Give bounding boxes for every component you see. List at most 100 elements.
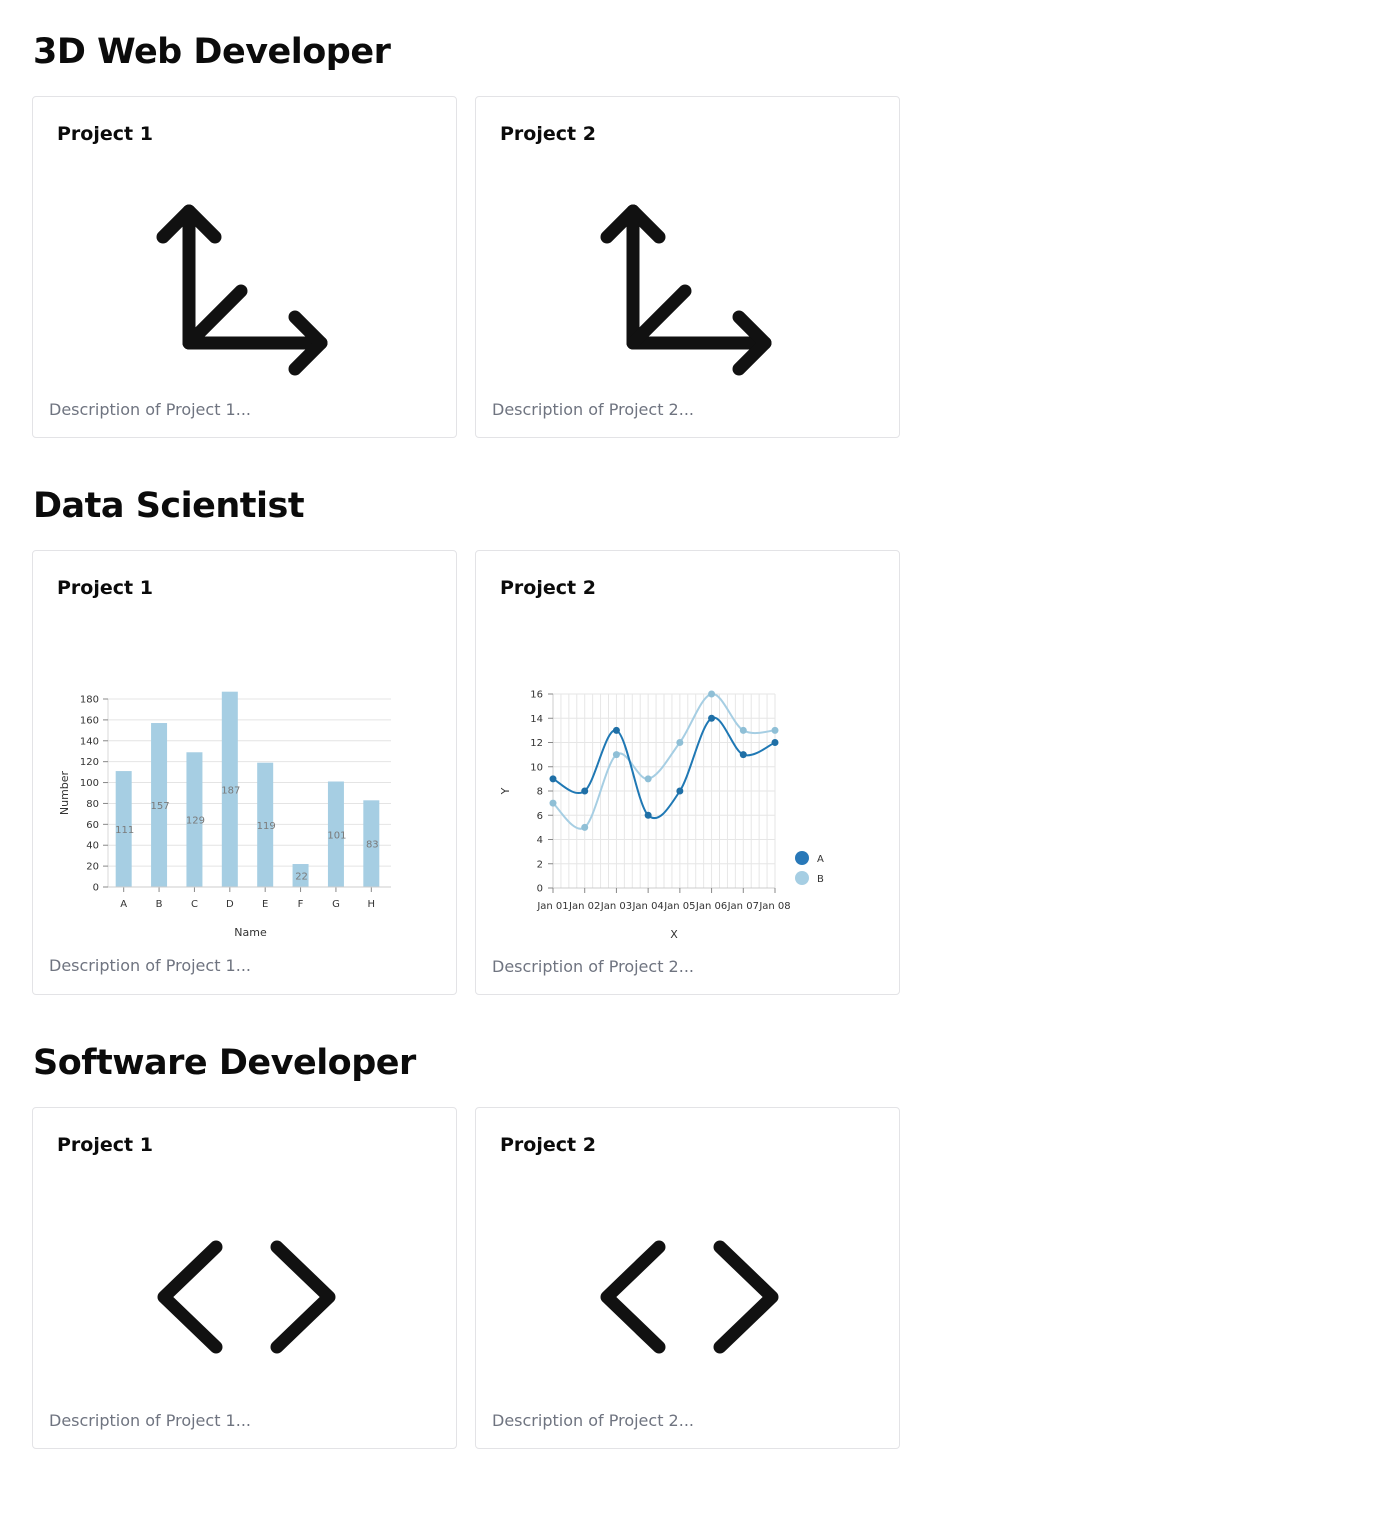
project-description: Description of Project 2... [492, 1411, 694, 1430]
legend-label: A [817, 854, 824, 865]
data-point [771, 726, 779, 734]
data-point [581, 823, 589, 831]
project-card[interactable]: Project 2 Description of Project 2... [475, 96, 900, 438]
data-label: 187 [221, 785, 240, 796]
x-axis-label: X [670, 928, 678, 941]
data-point [612, 751, 620, 759]
project-description: Description of Project 2... [492, 957, 694, 976]
x-tick-label: C [191, 899, 198, 910]
project-title: Project 1 [57, 577, 153, 599]
y-tick-label: 8 [537, 787, 543, 798]
x-tick-label: Jan 08 [758, 901, 790, 912]
project-card[interactable]: Project 2 Description of Project 2... [475, 1107, 900, 1449]
data-point [771, 739, 779, 746]
data-point [676, 787, 684, 795]
data-point [644, 811, 652, 819]
x-tick-label: Jan 04 [631, 901, 663, 912]
x-tick-label: F [298, 899, 304, 910]
x-axis-label: Name [234, 926, 267, 939]
data-label: 157 [151, 801, 170, 812]
y-tick-label: 180 [80, 695, 99, 706]
data-point [644, 775, 652, 783]
x-tick-label: Jan 07 [727, 901, 759, 912]
data-label: 101 [327, 830, 346, 841]
project-title: Project 1 [57, 1134, 153, 1156]
y-tick-label: 14 [530, 714, 543, 725]
bar [115, 771, 132, 887]
legend-label: B [817, 874, 824, 885]
y-tick-label: 16 [530, 690, 543, 701]
y-tick-label: 12 [530, 738, 543, 749]
project-card[interactable]: Project 1 Description of Project 1... [32, 96, 457, 438]
y-tick-label: 160 [80, 715, 99, 726]
x-tick-label: Jan 06 [695, 901, 727, 912]
data-point [676, 739, 684, 746]
y-tick-label: 120 [80, 757, 99, 768]
y-tick-label: 2 [537, 859, 543, 870]
project-description: Description of Project 1... [49, 400, 251, 419]
y-tick-label: 10 [530, 762, 543, 773]
y-tick-label: 60 [86, 820, 99, 831]
y-tick-label: 80 [86, 799, 99, 810]
y-tick-label: 4 [537, 835, 543, 846]
data-label: 22 [295, 872, 308, 883]
data-label: 111 [115, 825, 134, 836]
data-label: 129 [186, 816, 205, 827]
x-tick-label: E [262, 899, 268, 910]
axis-3d-icon [600, 204, 772, 376]
project-description: Description of Project 2... [492, 400, 694, 419]
y-tick-label: 100 [80, 778, 99, 789]
bar [327, 781, 344, 887]
x-tick-label: B [156, 899, 163, 910]
y-tick-label: 140 [80, 736, 99, 747]
project-card[interactable]: Project 1 Description of Project 1... [32, 1107, 457, 1449]
data-point [549, 799, 557, 807]
data-point [581, 787, 589, 795]
x-tick-label: H [368, 899, 376, 910]
legend-swatch [795, 851, 809, 865]
x-tick-label: D [226, 899, 234, 910]
x-tick-label: Jan 02 [568, 901, 600, 912]
y-tick-label: 6 [537, 811, 543, 822]
section-title: Data Scientist [33, 486, 305, 526]
y-axis-label: Number [58, 770, 71, 815]
project-title: Project 1 [57, 123, 153, 145]
code-icon [600, 1240, 779, 1354]
project-title: Project 2 [500, 1134, 596, 1156]
bar [221, 691, 238, 887]
data-point [708, 690, 716, 698]
data-point [708, 714, 716, 722]
code-icon [157, 1240, 336, 1354]
data-point [739, 751, 747, 759]
data-label: 83 [366, 840, 379, 851]
project-description: Description of Project 1... [49, 956, 251, 975]
bar [257, 762, 274, 887]
data-point [612, 726, 620, 734]
y-tick-label: 0 [93, 883, 99, 894]
data-label: 119 [257, 821, 276, 832]
series-line-A [552, 716, 776, 819]
project-description: Description of Project 1... [49, 1411, 251, 1430]
bar [151, 723, 168, 887]
data-point [739, 726, 747, 734]
bar [292, 864, 309, 887]
bar [186, 752, 203, 887]
y-tick-label: 20 [86, 862, 99, 873]
x-tick-label: Jan 03 [600, 901, 632, 912]
section-title: 3D Web Developer [33, 32, 391, 72]
y-tick-label: 40 [86, 841, 99, 852]
y-tick-label: 0 [537, 884, 543, 895]
x-tick-label: A [120, 899, 127, 910]
series-line-B [552, 693, 776, 830]
x-tick-label: Jan 01 [536, 901, 568, 912]
data-point [549, 775, 557, 783]
project-title: Project 2 [500, 123, 596, 145]
x-tick-label: G [332, 899, 340, 910]
section-title: Software Developer [33, 1043, 416, 1083]
y-axis-label: Y [499, 787, 512, 795]
axis-3d-icon [156, 204, 328, 376]
